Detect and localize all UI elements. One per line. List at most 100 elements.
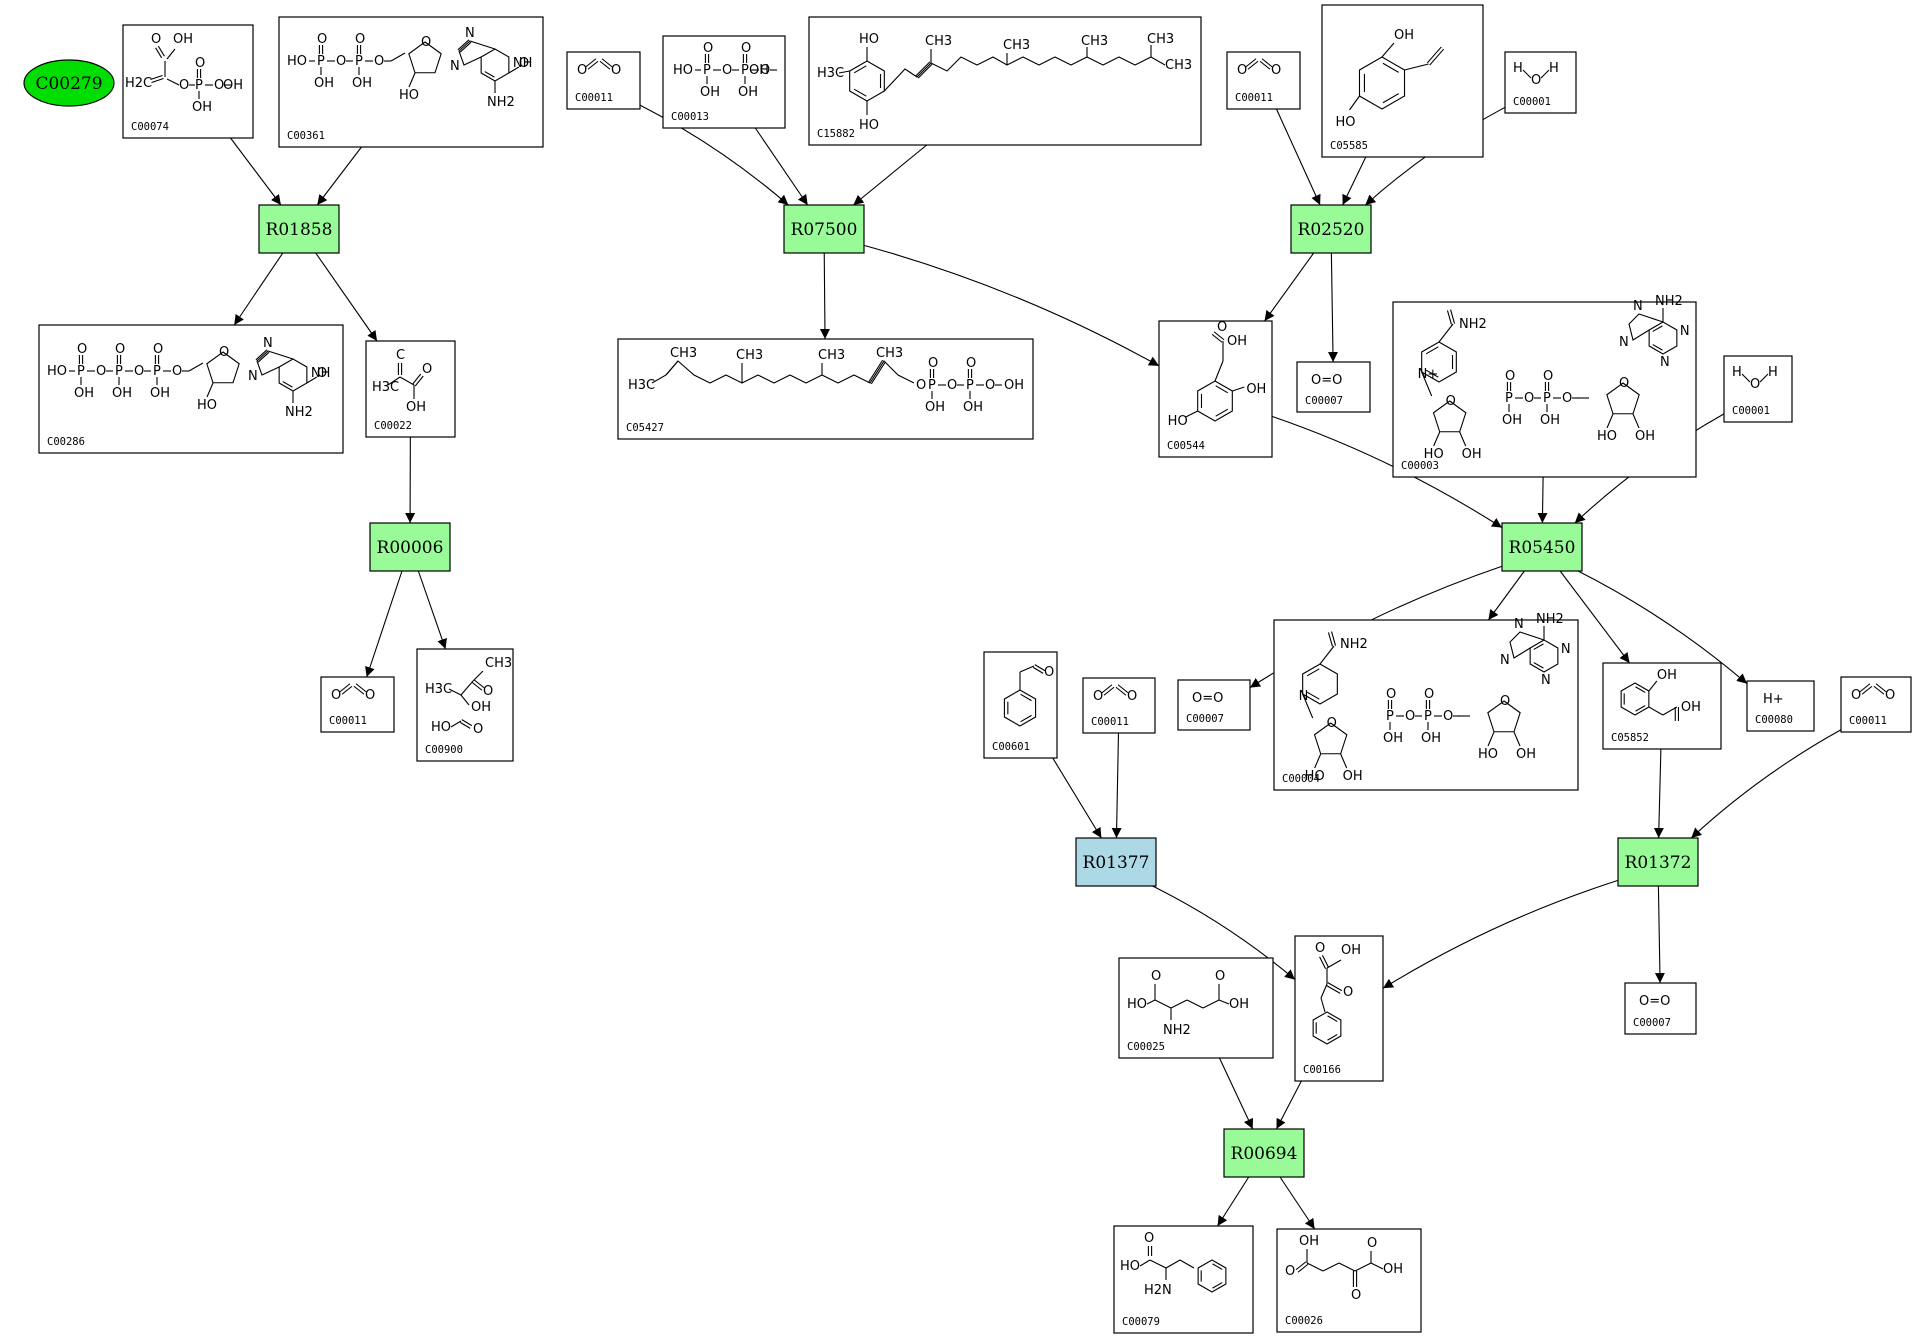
atom-label: H3C (817, 66, 844, 81)
atom-label: H2C (125, 76, 152, 91)
compound-id-label: C05427 (626, 422, 664, 434)
atom-label: OH (1004, 378, 1024, 393)
atom-label: O (1237, 63, 1247, 78)
edge-R01372-to-n27 (1654, 885, 1665, 984)
atom-label: NH (513, 56, 533, 71)
reaction-label: R01377 (1083, 853, 1150, 873)
atom-label: O (1750, 377, 1760, 392)
atom-label: P (1543, 391, 1551, 406)
atom-label: O (1127, 689, 1137, 704)
reaction-label: R00006 (377, 538, 444, 558)
atom-label: HO (1478, 747, 1498, 762)
atom-label: O=O (1639, 994, 1670, 1009)
reaction-R00694[interactable]: R00694 (1223, 1128, 1305, 1178)
atom-label: O (1327, 716, 1337, 731)
compound-box (566, 51, 641, 110)
atom-label: OH (74, 386, 94, 401)
atom-label: O (1524, 391, 1534, 406)
atom-label: O (151, 32, 161, 47)
atom-label: O (1562, 391, 1572, 406)
compound-n21[interactable]: H+C00080 (1746, 680, 1815, 732)
atom-label: P (115, 364, 123, 379)
atom-label: O (153, 342, 163, 357)
atom-label: P (1505, 391, 1513, 406)
reaction-R07500[interactable]: R07500 (783, 204, 865, 254)
atom-label: OH (1516, 747, 1536, 762)
atom-label: NH2 (487, 95, 515, 110)
atom-label: CH3 (818, 348, 845, 363)
reaction-R00006[interactable]: R00006 (369, 522, 451, 572)
atom-label: O (172, 364, 182, 379)
atom-label: O (1271, 63, 1281, 78)
start-node[interactable]: C00279 (23, 59, 115, 107)
edge-n24-to-R01372 (1690, 729, 1842, 839)
atom-label: O (336, 54, 346, 69)
edge-n20-to-R01372 (1653, 748, 1664, 839)
edge-n7-to-R07500 (639, 104, 789, 206)
atom-label: CH3 (876, 346, 903, 361)
reaction-R01372[interactable]: R01372 (1617, 837, 1699, 887)
reaction-R02520[interactable]: R02520 (1290, 204, 1372, 254)
reaction-R01377[interactable]: R01377 (1075, 837, 1157, 887)
atom-label: OH (352, 76, 372, 91)
atom-label: OH (1681, 700, 1701, 715)
atom-label: H+ (1763, 692, 1784, 707)
compound-box (1226, 51, 1301, 110)
edge-n12-to-R02520 (1342, 156, 1367, 206)
atom-label: O (1343, 985, 1353, 1000)
compound-id-label: C00544 (1167, 440, 1205, 452)
reaction-R05450[interactable]: R05450 (1501, 522, 1583, 572)
atom-label: HO (197, 398, 217, 413)
atom-label: P (703, 63, 711, 78)
atom-label: O=O (1311, 373, 1342, 388)
compound-id-label: C00079 (1122, 1316, 1160, 1328)
atom-label: HO (673, 63, 693, 78)
atom-label: O=O (1192, 691, 1223, 706)
atom-label: O (611, 63, 621, 78)
atom-label: HO (1424, 447, 1444, 462)
atom-label: CH3 (736, 348, 763, 363)
atom-label: HO (1127, 997, 1147, 1012)
reaction-label: R00694 (1231, 1144, 1298, 1164)
reaction-R01858[interactable]: R01858 (258, 204, 340, 254)
atom-label: C (396, 348, 405, 363)
edge-n22-to-R01377 (1052, 757, 1102, 839)
atom-label: O (421, 35, 431, 50)
atom-label: HO (399, 88, 419, 103)
compound-id-label: C00011 (329, 715, 367, 727)
atom-label: O (483, 684, 493, 699)
atom-label: O (1285, 1264, 1295, 1279)
